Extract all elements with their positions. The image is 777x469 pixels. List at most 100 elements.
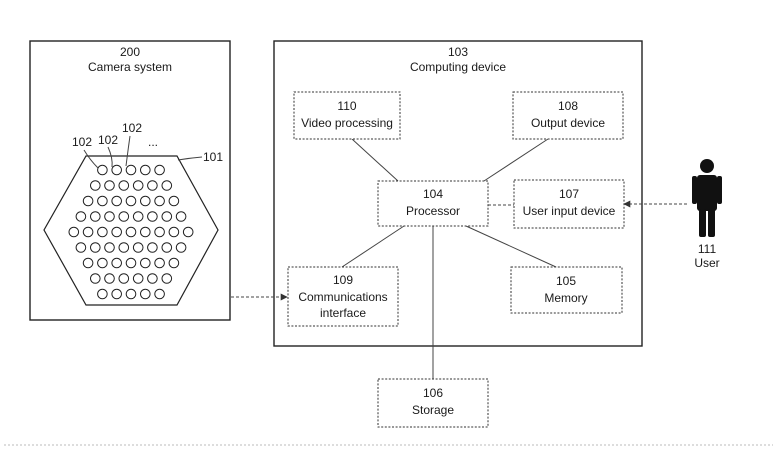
camera-system-number: 200 bbox=[120, 45, 140, 59]
camera-lens bbox=[111, 257, 122, 269]
housing-leader bbox=[177, 156, 203, 161]
storage-number: 106 bbox=[423, 386, 443, 400]
computing-device-box bbox=[273, 40, 643, 347]
connector-video-processor bbox=[351, 138, 399, 182]
camera-leader-1 bbox=[83, 149, 99, 169]
camera-system-label: Camera system bbox=[88, 60, 172, 74]
video-processing-label: Video processing bbox=[301, 116, 393, 130]
user-input-device-number: 107 bbox=[559, 187, 579, 201]
camera-lens bbox=[161, 273, 173, 284]
camera-lens bbox=[132, 273, 144, 284]
video-processing-number: 110 bbox=[337, 99, 356, 113]
output-device-box bbox=[512, 91, 624, 140]
camera-lens bbox=[168, 226, 180, 238]
storage-box bbox=[377, 378, 489, 428]
camera-array-hexagon bbox=[43, 155, 219, 306]
camera-lens bbox=[97, 164, 108, 176]
camera-lens bbox=[90, 273, 101, 284]
processor-label: Processor bbox=[406, 204, 460, 218]
storage-label: Storage bbox=[412, 403, 454, 417]
computing-device-label: Computing device bbox=[410, 60, 506, 74]
camera-lens bbox=[90, 211, 101, 222]
camera-lens bbox=[168, 257, 180, 269]
communications-interface-label-line2: interface bbox=[320, 306, 366, 320]
camera-lens bbox=[97, 257, 108, 269]
camera-leader-3 bbox=[125, 135, 131, 167]
camera-lens bbox=[154, 164, 165, 176]
camera-lens bbox=[147, 242, 158, 253]
camera-lens bbox=[168, 195, 180, 207]
camera-lens bbox=[140, 226, 151, 238]
camera-lens bbox=[97, 226, 108, 238]
camera-lens bbox=[118, 211, 130, 222]
user-number: 111 bbox=[698, 242, 717, 256]
camera-ref-label-3: 102 bbox=[122, 121, 142, 135]
camera-lens bbox=[104, 211, 115, 222]
camera-lens bbox=[125, 164, 137, 176]
output-device-label: Output device bbox=[531, 116, 605, 130]
camera-lens bbox=[140, 195, 151, 207]
camera-lens bbox=[154, 257, 165, 269]
camera-lens bbox=[104, 180, 115, 191]
camera-lens bbox=[75, 211, 87, 222]
camera-lens bbox=[68, 226, 80, 238]
communications-interface-box bbox=[287, 266, 399, 327]
camera-lens bbox=[82, 195, 94, 207]
camera-lens bbox=[118, 242, 130, 253]
output-device-number: 108 bbox=[558, 99, 578, 113]
camera-lens bbox=[147, 211, 158, 222]
processor-number: 104 bbox=[423, 187, 443, 201]
camera-lens bbox=[125, 257, 137, 269]
camera-lens bbox=[118, 273, 130, 284]
camera-lens bbox=[154, 226, 165, 238]
camera-lens bbox=[147, 273, 158, 284]
camera-lens bbox=[75, 242, 87, 253]
camera-lens bbox=[111, 164, 122, 176]
camera-lens bbox=[125, 288, 137, 300]
user-label: User bbox=[694, 256, 719, 270]
camera-lens bbox=[111, 195, 122, 207]
communications-interface-label-line1: Communications bbox=[298, 290, 387, 304]
camera-ref-label-1: 102 bbox=[72, 135, 92, 149]
user-figure-icon bbox=[692, 159, 722, 237]
camera-lens bbox=[154, 195, 165, 207]
camera-lens bbox=[175, 211, 187, 222]
processor-box bbox=[377, 180, 489, 227]
camera-lens bbox=[182, 226, 194, 238]
memory-label: Memory bbox=[544, 291, 587, 305]
camera-ref-label-2: 102 bbox=[98, 133, 118, 147]
memory-box bbox=[510, 266, 623, 314]
camera-lens bbox=[147, 180, 158, 191]
user-input-device-box bbox=[513, 179, 625, 229]
connector-processor-comms bbox=[341, 225, 405, 268]
camera-lens bbox=[90, 242, 101, 253]
camera-lens bbox=[140, 288, 151, 300]
camera-lens bbox=[154, 288, 165, 300]
camera-lens bbox=[175, 242, 187, 253]
camera-lens bbox=[125, 226, 137, 238]
camera-lens bbox=[82, 226, 94, 238]
computing-device-number: 103 bbox=[448, 45, 468, 59]
camera-lens bbox=[140, 257, 151, 269]
camera-lens bbox=[161, 211, 173, 222]
camera-lens bbox=[140, 164, 151, 176]
camera-lens bbox=[97, 195, 108, 207]
camera-lens bbox=[161, 242, 173, 253]
camera-lens bbox=[90, 180, 101, 191]
camera-lens bbox=[104, 273, 115, 284]
memory-number: 105 bbox=[556, 274, 576, 288]
camera-lens bbox=[125, 195, 137, 207]
camera-lens bbox=[132, 242, 144, 253]
communications-interface-number: 109 bbox=[333, 273, 353, 287]
connector-output-processor bbox=[483, 138, 549, 182]
camera-lens bbox=[132, 211, 144, 222]
camera-lens bbox=[111, 226, 122, 238]
camera-ref-ellipsis: ... bbox=[148, 135, 158, 149]
connector-processor-memory bbox=[465, 225, 557, 268]
camera-lens bbox=[118, 180, 130, 191]
camera-lens bbox=[161, 180, 173, 191]
camera-leader-2 bbox=[107, 146, 113, 168]
camera-lens bbox=[104, 242, 115, 253]
camera-system-box bbox=[29, 40, 231, 321]
